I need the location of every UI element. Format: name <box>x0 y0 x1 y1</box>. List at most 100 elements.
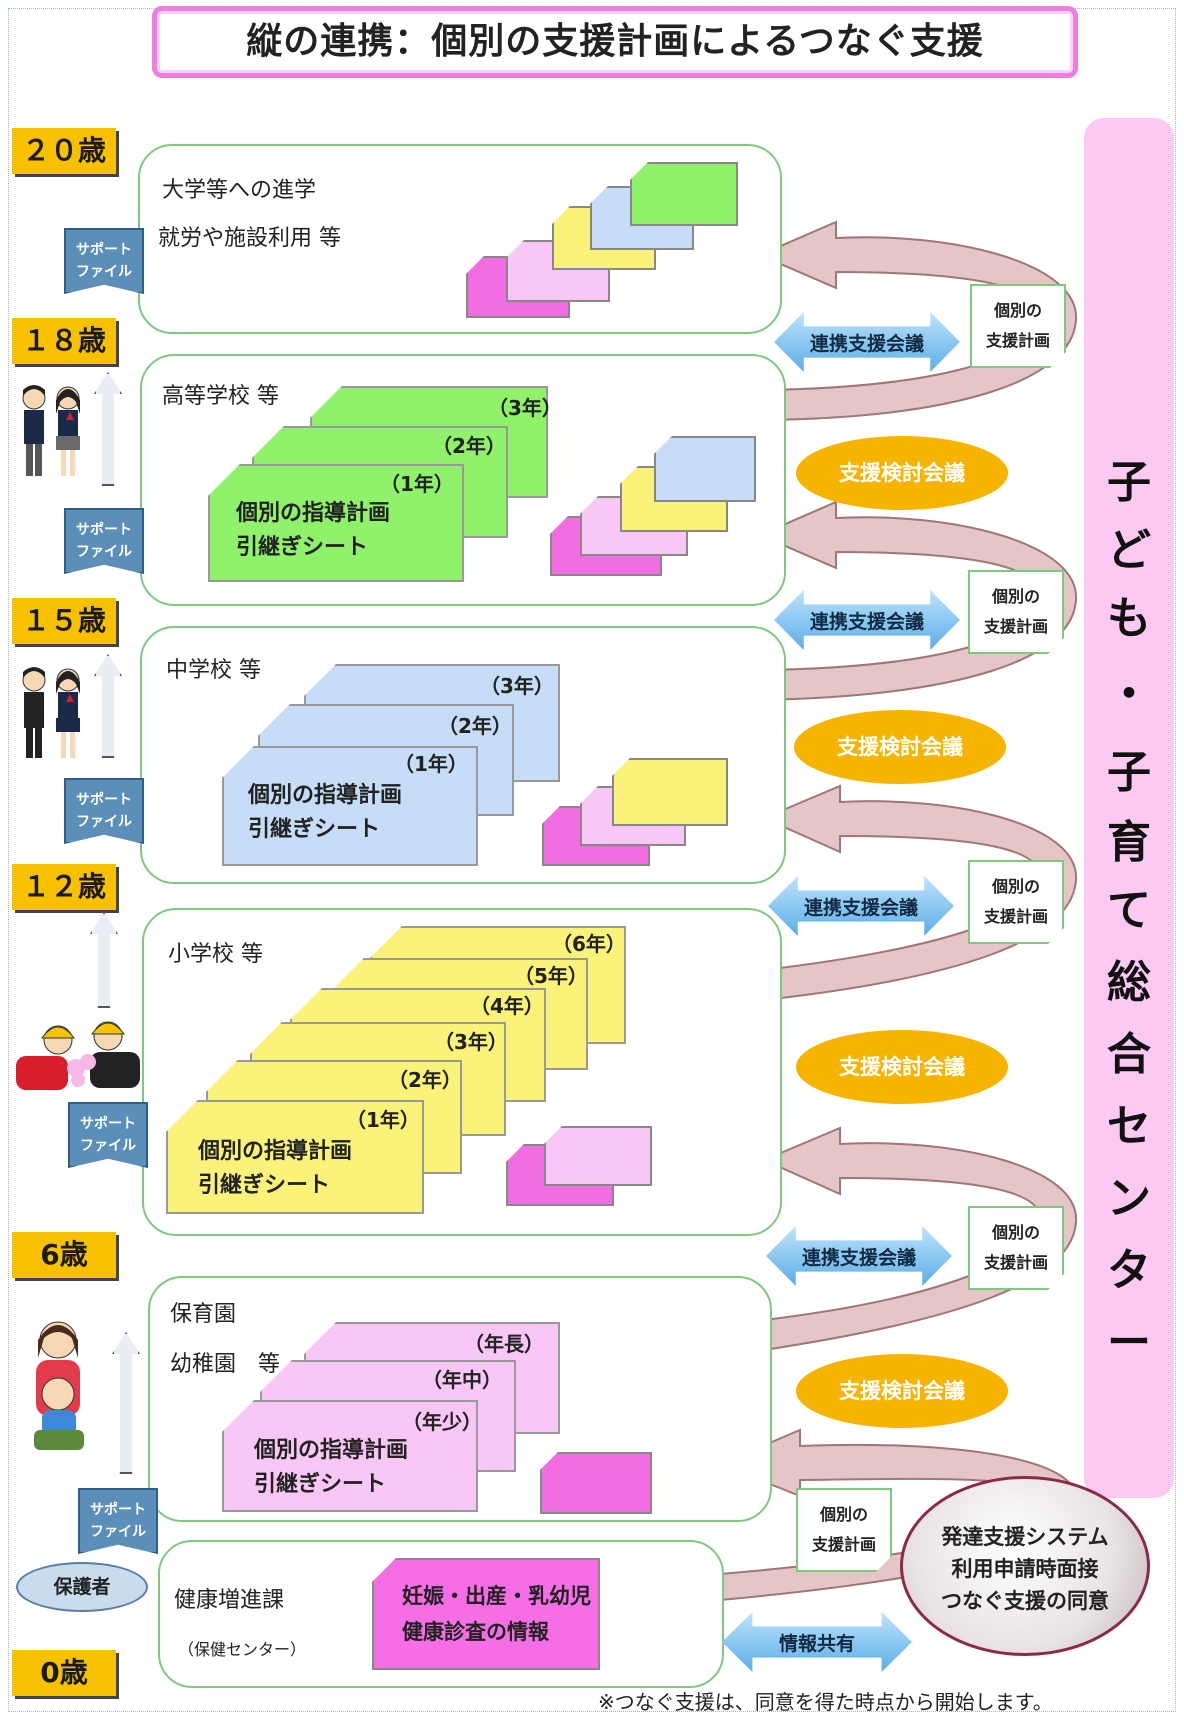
footnote: ※つなぐ支援は、同意を得た時点から開始します。 <box>598 1690 1053 1714</box>
grade-label: （3年） <box>480 674 554 698</box>
sheet <box>208 464 464 582</box>
folder <box>630 162 738 226</box>
plan-note-line: 個別の <box>991 877 1040 896</box>
support-file-line: ファイル <box>76 814 132 830</box>
renkei-meeting-label: 連携支援会議 <box>803 896 918 919</box>
grade-label: （3年） <box>434 1030 508 1054</box>
health-info-line: 妊娠・出産・乳幼児 <box>402 1584 591 1608</box>
folder <box>544 1126 652 1186</box>
page-title: 縦の連携：個別の支援計画によるつなぐ支援 <box>246 21 984 62</box>
age-label-0: 0歳 <box>12 1650 116 1696</box>
center-name-char: 合 <box>1107 1029 1151 1080</box>
age-label-20: ２０歳 <box>12 128 116 174</box>
high-school-students-icon <box>22 385 80 476</box>
guardian-oval: 保護者 <box>16 1562 148 1612</box>
renkei-meeting-label: 連携支援会議 <box>801 1246 916 1269</box>
grade-label: （1年） <box>346 1108 420 1132</box>
kento-meeting-oval: 支援検討会議 <box>794 710 1006 784</box>
curved-arrow <box>761 1126 1078 1352</box>
support-file-line: サポート <box>76 242 132 258</box>
support-file-line: ファイル <box>80 1138 136 1154</box>
individual-plan-note: 個別の支援計画 <box>968 1206 1064 1290</box>
sheet-text: 個別の指導計画 <box>198 1139 353 1164</box>
center-name-char: て <box>1107 885 1151 936</box>
info-share-label: 情報共有 <box>778 1632 855 1655</box>
support-file-line: ファイル <box>76 264 132 280</box>
health-info-box: 妊娠・出産・乳幼児 健康診査の情報 <box>372 1558 600 1670</box>
title-banner: 縦の連携：個別の支援計画によるつなぐ支援 <box>152 6 1078 78</box>
elementary-children-icon <box>16 1021 140 1090</box>
plan-note-line: 個別の <box>991 1223 1040 1242</box>
stage-label: 小学校 等 <box>168 942 263 967</box>
sheet <box>222 746 478 866</box>
center-bar <box>1084 118 1174 1498</box>
center-name-char: タ <box>1107 1245 1151 1296</box>
grade-label: （年長） <box>464 1332 544 1356</box>
support-file-line: サポート <box>90 1502 146 1518</box>
age-label-12: １２歳 <box>12 864 116 910</box>
support-file-line: サポート <box>76 522 132 538</box>
support-file-icon: サポートファイル <box>68 1102 148 1168</box>
sheet-text: 個別の指導計画 <box>254 1438 409 1463</box>
center-name-char: も <box>1107 593 1151 644</box>
stage-label: 高等学校 等 <box>162 384 279 409</box>
plan-note-line: 支援計画 <box>983 1253 1048 1272</box>
stage-label: 就労や施設利用 等 <box>158 226 341 251</box>
sheet-text: 引継ぎシート <box>198 1173 331 1198</box>
individual-plan-note: 個別の支援計画 <box>968 860 1064 944</box>
grade-label: （1年） <box>394 752 468 776</box>
folder <box>612 758 728 826</box>
center-name-char: 総 <box>1107 957 1151 1008</box>
grade-label: （6年） <box>552 932 626 956</box>
grade-label: （1年） <box>380 472 454 496</box>
grade-label: （年少） <box>402 1410 482 1434</box>
stage-sub-label: （保健センター） <box>178 1640 307 1659</box>
stage-label: 健康増進課 <box>174 1588 285 1613</box>
sheet-text: 個別の指導計画 <box>248 783 403 808</box>
grade-label: （2年） <box>432 434 506 458</box>
sheet-text: 引継ぎシート <box>236 535 369 560</box>
center-name-char: ど <box>1107 525 1151 576</box>
stage-label: 中学校 等 <box>166 658 261 683</box>
support-file-icon: サポートファイル <box>64 778 144 844</box>
development-support-system-circle: 発達支援システム 利用申請時面接 つなぐ支援の同意 <box>900 1476 1150 1656</box>
kento-meeting-oval: 支援検討会議 <box>796 1354 1008 1428</box>
grade-label: （年中） <box>422 1368 502 1392</box>
center-name-char: 子 <box>1107 457 1151 508</box>
health-info-line: 健康診査の情報 <box>402 1620 549 1644</box>
age-label-6: 6歳 <box>12 1232 116 1278</box>
age-label-15: １５歳 <box>12 598 116 644</box>
sheet <box>166 1100 424 1214</box>
individual-plan-note: 個別の支援計画 <box>796 1488 892 1572</box>
individual-plan-note: 個別の支援計画 <box>968 570 1064 654</box>
center-name-char: セ <box>1107 1101 1151 1152</box>
renkei-meeting-label: 連携支援会議 <box>809 332 924 355</box>
center-name-char: 育 <box>1107 817 1151 868</box>
plan-note-line: 個別の <box>991 587 1040 606</box>
center-name-char: ー <box>1107 1317 1151 1368</box>
support-file-line: ファイル <box>76 544 132 560</box>
support-file-line: ファイル <box>90 1524 146 1540</box>
kento-meeting-oval: 支援検討会議 <box>796 436 1008 510</box>
support-file-icon: サポートファイル <box>64 508 144 574</box>
grade-label: （2年） <box>438 714 512 738</box>
stage-label: 大学等への進学 <box>162 178 317 203</box>
sheet-text: 個別の指導計画 <box>236 501 391 526</box>
plan-note-line: 支援計画 <box>983 907 1048 926</box>
support-file-icon: サポートファイル <box>64 228 144 294</box>
sheet-text: 引継ぎシート <box>254 1472 387 1497</box>
kento-meeting-oval: 支援検討会議 <box>796 1030 1008 1104</box>
center-name-char: 子 <box>1107 747 1151 798</box>
stage-label: 幼稚園 等 <box>170 1352 281 1377</box>
parent-and-child-icon <box>34 1321 84 1450</box>
grade-label: （3年） <box>488 396 562 420</box>
sheet <box>222 1400 478 1512</box>
plan-note-line: 個別の <box>993 301 1042 320</box>
folder <box>540 1452 652 1514</box>
plan-note-line: 個別の <box>819 1505 868 1524</box>
support-file-line: サポート <box>76 792 132 808</box>
system-line: 利用申請時面接 <box>951 1557 1099 1581</box>
individual-plan-note: 個別の支援計画 <box>970 284 1066 368</box>
plan-note-line: 支援計画 <box>811 1535 876 1554</box>
system-line: つなぐ支援の同意 <box>941 1589 1109 1613</box>
